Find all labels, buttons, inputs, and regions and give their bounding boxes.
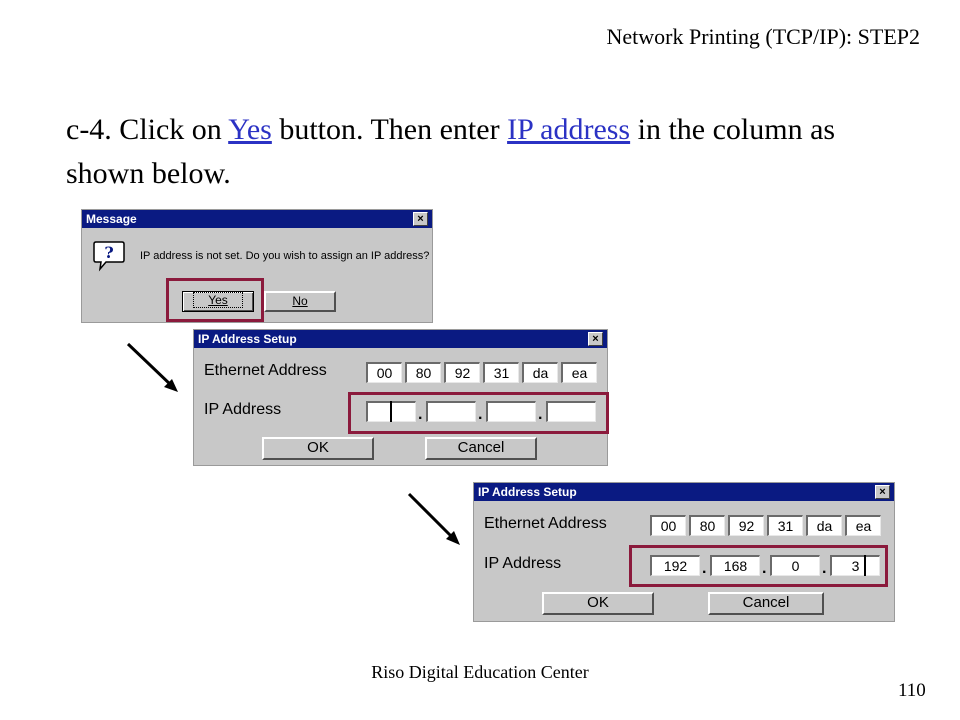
ip-setup-title: IP Address Setup [198, 332, 297, 346]
ip-setup-titlebar: IP Address Setup × [474, 483, 894, 501]
ethernet-address-label: Ethernet Address [204, 362, 327, 379]
ethernet-address-label: Ethernet Address [484, 515, 607, 532]
ok-button[interactable]: OK [542, 592, 654, 615]
svg-text:?: ? [104, 243, 113, 262]
ethernet-octet-field: 92 [444, 362, 480, 383]
message-titlebar: Message × [82, 210, 432, 228]
ip-octet-input[interactable] [546, 401, 596, 422]
ethernet-octet-field: da [806, 515, 842, 536]
ethernet-octet-field: 00 [650, 515, 686, 536]
ethernet-octet-field: 31 [483, 362, 519, 383]
ethernet-octet-field: 80 [405, 362, 441, 383]
text-cursor [864, 555, 866, 576]
ethernet-octet-field: 80 [689, 515, 725, 536]
page-number: 110 [898, 680, 926, 701]
ip-setup-dialog-empty: IP Address Setup × Ethernet Address 00 8… [193, 329, 608, 466]
yes-button[interactable]: Yes [182, 291, 254, 312]
ip-setup-title: IP Address Setup [478, 485, 577, 499]
ip-address-highlight [629, 545, 888, 587]
instruction-part1: c-4. Click on [66, 113, 229, 146]
ethernet-octet-field: da [522, 362, 558, 383]
cancel-button[interactable]: Cancel [708, 592, 824, 615]
no-button[interactable]: No [264, 291, 336, 312]
ip-address-label: IP Address [204, 401, 282, 418]
ip-address-label: IP Address [484, 555, 562, 572]
ip-address-link[interactable]: IP address [507, 113, 631, 146]
footer-org: Riso Digital Education Center [371, 662, 589, 682]
yes-button-label: Yes [193, 292, 243, 308]
ip-octet-input[interactable]: 3 [830, 555, 880, 576]
text-cursor [390, 401, 392, 422]
ethernet-octet-field: 92 [728, 515, 764, 536]
ip-setup-titlebar: IP Address Setup × [194, 330, 607, 348]
ok-button[interactable]: OK [262, 437, 374, 460]
close-icon[interactable]: × [413, 212, 428, 226]
arrow-icon [126, 342, 178, 392]
ip-separator: . [822, 560, 827, 577]
instruction-text: c-4. Click on Yes button. Then enter IP … [66, 108, 906, 196]
ethernet-octet-field: ea [845, 515, 881, 536]
question-icon: ? [93, 241, 125, 272]
ip-octet-input[interactable]: 0 [770, 555, 820, 576]
ip-setup-dialog-filled: IP Address Setup × Ethernet Address 00 8… [473, 482, 895, 622]
yes-link[interactable]: Yes [228, 113, 272, 146]
ethernet-octet-field: 31 [767, 515, 803, 536]
ip-octet-input[interactable]: 192 [650, 555, 700, 576]
message-title: Message [86, 212, 137, 226]
ip-separator: . [702, 560, 707, 577]
ip-octet-input[interactable]: 168 [710, 555, 760, 576]
ip-separator: . [478, 406, 483, 423]
ip-octet-input[interactable] [426, 401, 476, 422]
slide-header: Network Printing (TCP/IP): STEP2 [606, 24, 920, 49]
instruction-part2: button. Then enter [271, 113, 508, 146]
ip-separator: . [538, 406, 543, 423]
cancel-button[interactable]: Cancel [425, 437, 537, 460]
instruction-part3: in the column as shown below. [66, 113, 836, 190]
ethernet-octet-field: ea [561, 362, 597, 383]
arrow-icon [407, 492, 460, 545]
message-text: IP address is not set. Do you wish to as… [140, 250, 430, 262]
ip-address-highlight [348, 392, 609, 434]
close-icon[interactable]: × [588, 332, 603, 346]
yes-highlight [166, 278, 264, 322]
ip-separator: . [418, 406, 423, 423]
ip-octet-input[interactable] [486, 401, 536, 422]
close-icon[interactable]: × [875, 485, 890, 499]
message-dialog: Message × ? IP address is not set. Do yo… [81, 209, 433, 323]
no-button-label: No [292, 294, 308, 308]
ethernet-octet-field: 00 [366, 362, 402, 383]
ip-separator: . [762, 560, 767, 577]
